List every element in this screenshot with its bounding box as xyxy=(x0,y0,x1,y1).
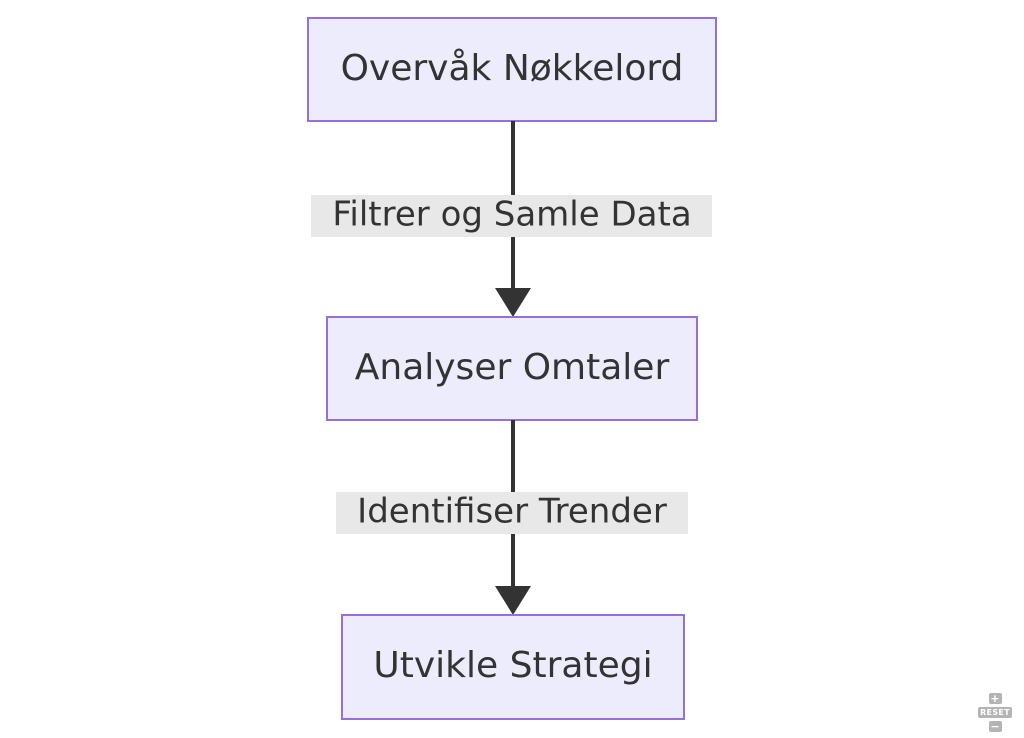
flowchart-node-overvak-nokkelord[interactable]: Overvåk Nøkkelord xyxy=(307,17,717,122)
edge-label-background xyxy=(311,195,712,237)
node-label: Utvikle Strategi xyxy=(373,645,652,686)
zoom-in-button[interactable]: + xyxy=(988,692,1002,705)
flowchart-node-utvikle-strategi[interactable]: Utvikle Strategi xyxy=(341,614,685,720)
zoom-controls: + RESET − xyxy=(974,693,1016,732)
edge-label: Identifiser Trender xyxy=(357,492,667,532)
edge-label-background xyxy=(336,492,688,534)
edge-arrowhead-icon xyxy=(495,586,531,615)
edge-arrowhead-icon xyxy=(495,288,531,317)
node-box xyxy=(307,17,717,122)
flowchart-edge-1: Filtrer og Samle Data xyxy=(311,121,712,317)
edge-label: Filtrer og Samle Data xyxy=(332,195,691,235)
zoom-out-button[interactable]: − xyxy=(988,720,1002,733)
node-box xyxy=(341,614,685,720)
node-label: Analyser Omtaler xyxy=(355,347,670,388)
flowchart-node-analyser-omtaler[interactable]: Analyser Omtaler xyxy=(326,316,698,421)
flowchart-edge-2: Identifiser Trender xyxy=(336,420,688,615)
node-label: Overvåk Nøkkelord xyxy=(341,48,684,89)
zoom-reset-button[interactable]: RESET xyxy=(978,707,1012,718)
